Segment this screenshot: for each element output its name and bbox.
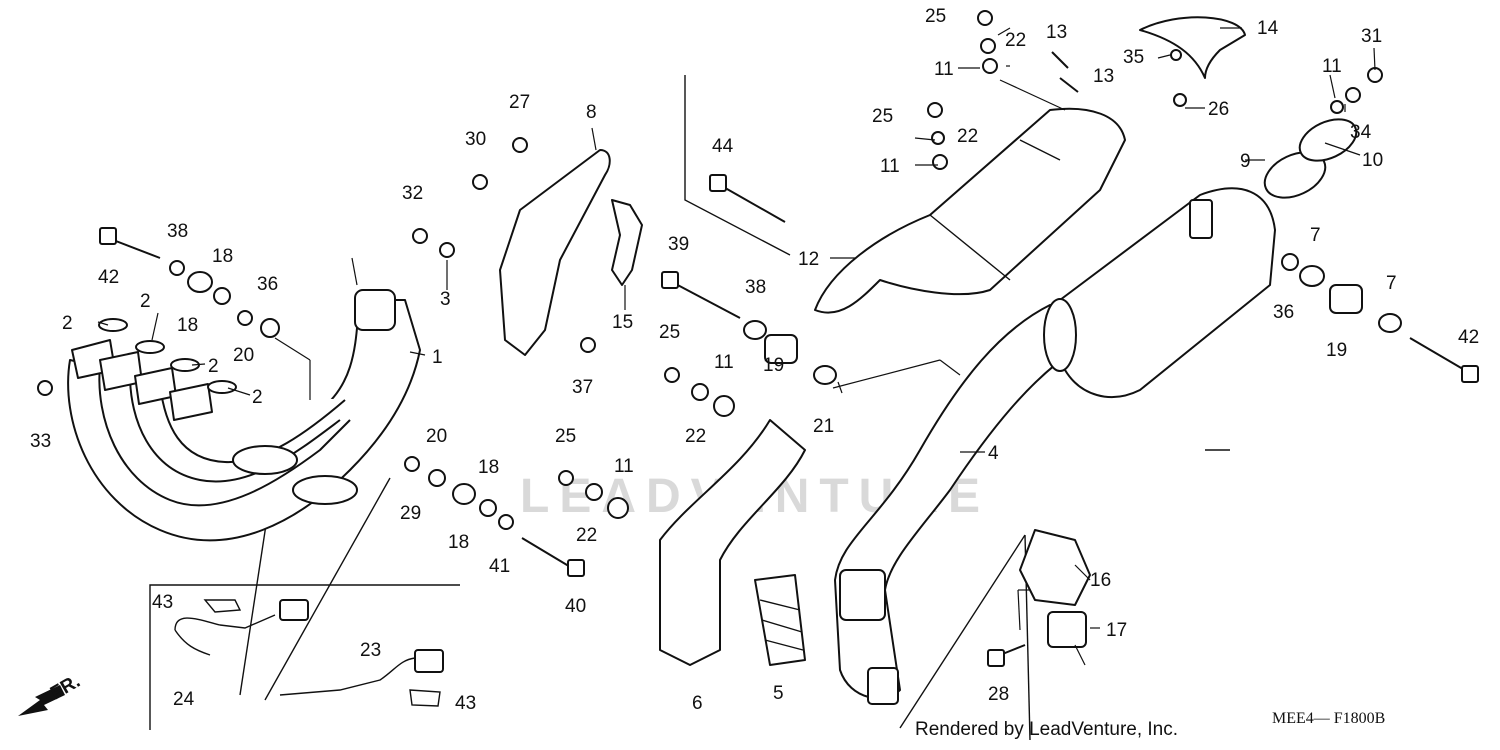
part-label-7a: 7 [1310, 225, 1321, 246]
exhaust-manifold [67, 257, 421, 542]
part-label-42b: 42 [1458, 327, 1479, 348]
o2-sensors [174, 599, 444, 707]
part-label-42a: 42 [98, 267, 119, 288]
part-label-22d: 22 [576, 525, 597, 546]
part-label-38b: 38 [745, 277, 766, 298]
part-label-14: 14 [1257, 18, 1279, 39]
part-label-43a: 43 [152, 592, 173, 613]
part-label-44: 44 [712, 136, 734, 157]
leader-lines [97, 27, 1376, 666]
frame-lines [149, 75, 1031, 741]
part-label-2c: 2 [208, 356, 219, 377]
part-label-35: 35 [1123, 47, 1144, 68]
part-label-7b: 7 [1386, 273, 1397, 294]
part-label-13a: 13 [1046, 22, 1067, 43]
part-label-11d: 11 [614, 456, 634, 477]
part-label-20b: 20 [426, 426, 447, 447]
part-label-15: 15 [612, 312, 633, 333]
part-label-25b: 25 [872, 106, 893, 127]
part-label-25a: 25 [925, 6, 946, 27]
part-label-31: 31 [1361, 26, 1382, 47]
part-label-11a: 11 [934, 59, 954, 80]
part-label-37: 37 [572, 377, 593, 398]
part-label-25c: 25 [659, 322, 680, 343]
part-label-9: 9 [1240, 151, 1251, 172]
mesh-protector [754, 574, 806, 666]
part-label-11b: 11 [880, 156, 900, 177]
part-label-12: 12 [798, 249, 819, 270]
part-label-29: 29 [400, 503, 421, 524]
part-label-16: 16 [1090, 570, 1111, 591]
part-label-25d: 25 [555, 426, 576, 447]
part-label-6: 6 [692, 693, 703, 714]
part-label-10: 10 [1362, 150, 1383, 171]
part-label-4: 4 [988, 443, 999, 464]
side-cover [499, 149, 611, 356]
part-label-11c: 11 [714, 352, 734, 373]
bracket [611, 199, 643, 286]
part-label-22a: 22 [1005, 30, 1026, 51]
part-label-2b: 2 [140, 291, 151, 312]
collar [1019, 529, 1091, 648]
part-label-8: 8 [586, 102, 597, 123]
part-label-22c: 22 [685, 426, 706, 447]
part-label-23: 23 [360, 640, 381, 661]
credit-text: Rendered by LeadVenture, Inc. [915, 719, 1179, 740]
part-label-18d: 18 [448, 532, 469, 553]
hardware [37, 10, 1479, 667]
part-label-5: 5 [773, 683, 784, 704]
part-label-3: 3 [440, 289, 451, 310]
muffler [1043, 187, 1276, 399]
part-label-20a: 20 [233, 345, 254, 366]
part-label-11e: 11 [1322, 56, 1342, 77]
part-label-41: 41 [489, 556, 510, 577]
gasket-set [98, 318, 237, 394]
part-label-26: 26 [1208, 99, 1229, 120]
part-label-36a: 36 [257, 274, 278, 295]
part-label-17: 17 [1106, 620, 1127, 641]
part-label-19a: 19 [1326, 340, 1347, 361]
front-arrow: FR. [18, 671, 84, 716]
part-label-27: 27 [509, 92, 530, 113]
part-label-34: 34 [1350, 122, 1372, 143]
part-label-36b: 36 [1273, 302, 1294, 323]
part-label-32: 32 [402, 183, 423, 204]
part-label-18c: 18 [478, 457, 499, 478]
part-label-18b: 18 [177, 315, 198, 336]
part-label-24: 24 [173, 689, 195, 710]
part-label-13b: 13 [1093, 66, 1114, 87]
exhaust-pipe [834, 304, 1076, 705]
part-label-18a: 18 [212, 246, 233, 267]
part-label-22b: 22 [957, 126, 978, 147]
part-label-39: 39 [668, 234, 689, 255]
part-label-2d: 2 [252, 387, 263, 408]
diagram-code: MEE4— F1800B [1272, 710, 1386, 727]
part-label-30: 30 [465, 129, 486, 150]
part-label-19b: 19 [763, 355, 784, 376]
outlet-gaskets [1263, 118, 1358, 199]
heat-shield [659, 419, 806, 666]
part-label-21: 21 [813, 416, 834, 437]
part-label-28: 28 [988, 684, 1009, 705]
part-label-40: 40 [565, 596, 586, 617]
part-label-1: 1 [432, 347, 443, 368]
end-cap [1139, 16, 1246, 79]
part-label-2a: 2 [62, 313, 73, 334]
part-label-43b: 43 [455, 693, 476, 714]
muffler-cover [814, 107, 1126, 314]
part-label-38a: 38 [167, 221, 188, 242]
part-label-33: 33 [30, 431, 51, 452]
